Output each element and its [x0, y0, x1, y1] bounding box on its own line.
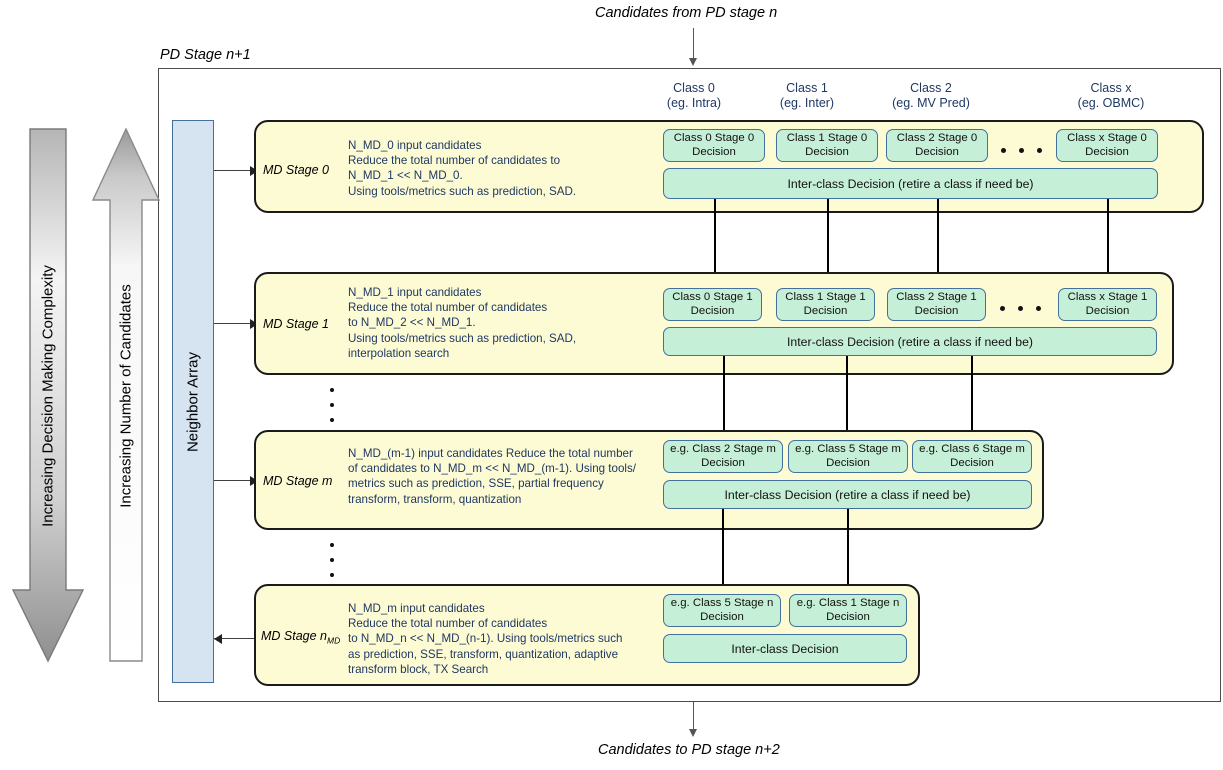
class-header-2-example: (eg. MV Pred) [892, 96, 970, 110]
input-arrow-line [693, 28, 695, 60]
neighbor-arrow-3-head [214, 634, 222, 644]
inter-class-box-s0: Inter-class Decision (retire a class if … [663, 168, 1158, 199]
connector-s0-s1-c0 [714, 199, 717, 283]
md-stage-1-description: N_MD_1 input candidates Reduce the total… [348, 286, 577, 360]
connector-s0-s1-c1 [827, 199, 830, 283]
pd-stage-frame [158, 68, 1221, 702]
decision-box-sm-c5: e.g. Class 5 Stage m Decision [788, 440, 908, 473]
decision-box-s1-c1: Class 1 Stage 1 Decision [776, 288, 875, 321]
md-stage-n-title-text: MD Stage n [261, 629, 328, 643]
complexity-arrow-icon [11, 128, 85, 663]
decision-box-s0-c0: Class 0 Stage 0 Decision [663, 129, 765, 162]
md-stage-0-description: N_MD_0 input candidates Reduce the total… [348, 139, 577, 198]
neighbor-arrow-3-line [214, 638, 256, 640]
md-stage-n-title: MD Stage nMD [261, 629, 340, 646]
neighbor-arrow-1-line [214, 323, 256, 325]
connector-s1-sm-c0 [723, 356, 726, 439]
decision-box-sm-c6: e.g. Class 6 Stage m Decision [912, 440, 1032, 473]
output-arrow-line [693, 702, 695, 732]
connector-s1-sm-c2 [971, 356, 974, 439]
class-header-1-title: Class 1 [786, 81, 828, 95]
neighbor-arrow-2-line [214, 480, 256, 482]
top-caption: Candidates from PD stage n [595, 5, 778, 21]
input-arrow-head [689, 58, 697, 66]
decision-box-sn-c1: e.g. Class 1 Stage n Decision [789, 594, 907, 627]
class-header-2-title: Class 2 [910, 81, 952, 95]
class-header-3: Class x (eg. OBMC) [1056, 81, 1166, 111]
connector-s0-s1-c2 [937, 199, 940, 283]
class-header-3-title: Class x [1090, 81, 1132, 95]
ellipsis-stage-1 [1000, 306, 1041, 311]
decision-box-sn-c5: e.g. Class 5 Stage n Decision [663, 594, 781, 627]
output-arrow-head [689, 729, 697, 737]
md-stage-0-title: MD Stage 0 [263, 163, 330, 177]
connector-s1-sm-c1 [846, 356, 849, 439]
md-stage-m-description: N_MD_(m-1) input candidates Reduce the t… [348, 447, 637, 506]
candidates-arrow-icon [91, 127, 161, 662]
md-stage-1-title: MD Stage 1 [263, 317, 330, 331]
class-header-1: Class 1 (eg. Inter) [767, 81, 847, 111]
ellipsis-between-s1-sm [330, 388, 334, 422]
decision-box-sm-c2: e.g. Class 2 Stage m Decision [663, 440, 783, 473]
class-header-0: Class 0 (eg. Intra) [654, 81, 734, 111]
class-header-0-title: Class 0 [673, 81, 715, 95]
decision-box-s1-c2: Class 2 Stage 1 Decision [887, 288, 986, 321]
bottom-caption: Candidates to PD stage n+2 [598, 742, 780, 758]
md-stage-n-description: N_MD_m input candidates Reduce the total… [348, 602, 623, 676]
decision-box-s0-cx: Class x Stage 0 Decision [1056, 129, 1158, 162]
complexity-arrow: Increasing Decision Making Complexity [11, 128, 85, 663]
decision-box-s0-c1: Class 1 Stage 0 Decision [776, 129, 878, 162]
neighbor-arrow-0-line [214, 170, 256, 172]
class-header-1-example: (eg. Inter) [779, 96, 835, 110]
neighbor-array-label: Neighbor Array [184, 351, 202, 452]
ellipsis-stage-0 [1001, 148, 1042, 153]
inter-class-box-sn: Inter-class Decision [663, 634, 907, 663]
class-header-0-example: (eg. Intra) [666, 96, 722, 110]
md-stage-n-title-subscript: MD [327, 635, 341, 646]
candidates-arrow-label: Increasing Number of Candidates [117, 283, 135, 508]
inter-class-box-sm: Inter-class Decision (retire a class if … [663, 480, 1032, 509]
decision-box-s0-c2: Class 2 Stage 0 Decision [886, 129, 988, 162]
decision-box-s1-cx: Class x Stage 1 Decision [1058, 288, 1157, 321]
neighbor-array: Neighbor Array [172, 120, 214, 683]
pd-stage-label: PD Stage n+1 [160, 47, 251, 63]
class-header-2: Class 2 (eg. MV Pred) [876, 81, 986, 111]
connector-sm-sn-c0 [722, 509, 725, 590]
ellipsis-between-sm-sn [330, 543, 334, 577]
complexity-arrow-label: Increasing Decision Making Complexity [39, 264, 57, 527]
inter-class-box-s1: Inter-class Decision (retire a class if … [663, 327, 1157, 356]
connector-sm-sn-c1 [847, 509, 850, 590]
class-header-3-example: (eg. OBMC) [1077, 96, 1145, 110]
candidates-arrow: Increasing Number of Candidates [91, 127, 161, 663]
decision-box-s1-c0: Class 0 Stage 1 Decision [663, 288, 762, 321]
connector-s0-s1-cx [1107, 199, 1110, 283]
md-stage-m-title: MD Stage m [263, 474, 333, 488]
